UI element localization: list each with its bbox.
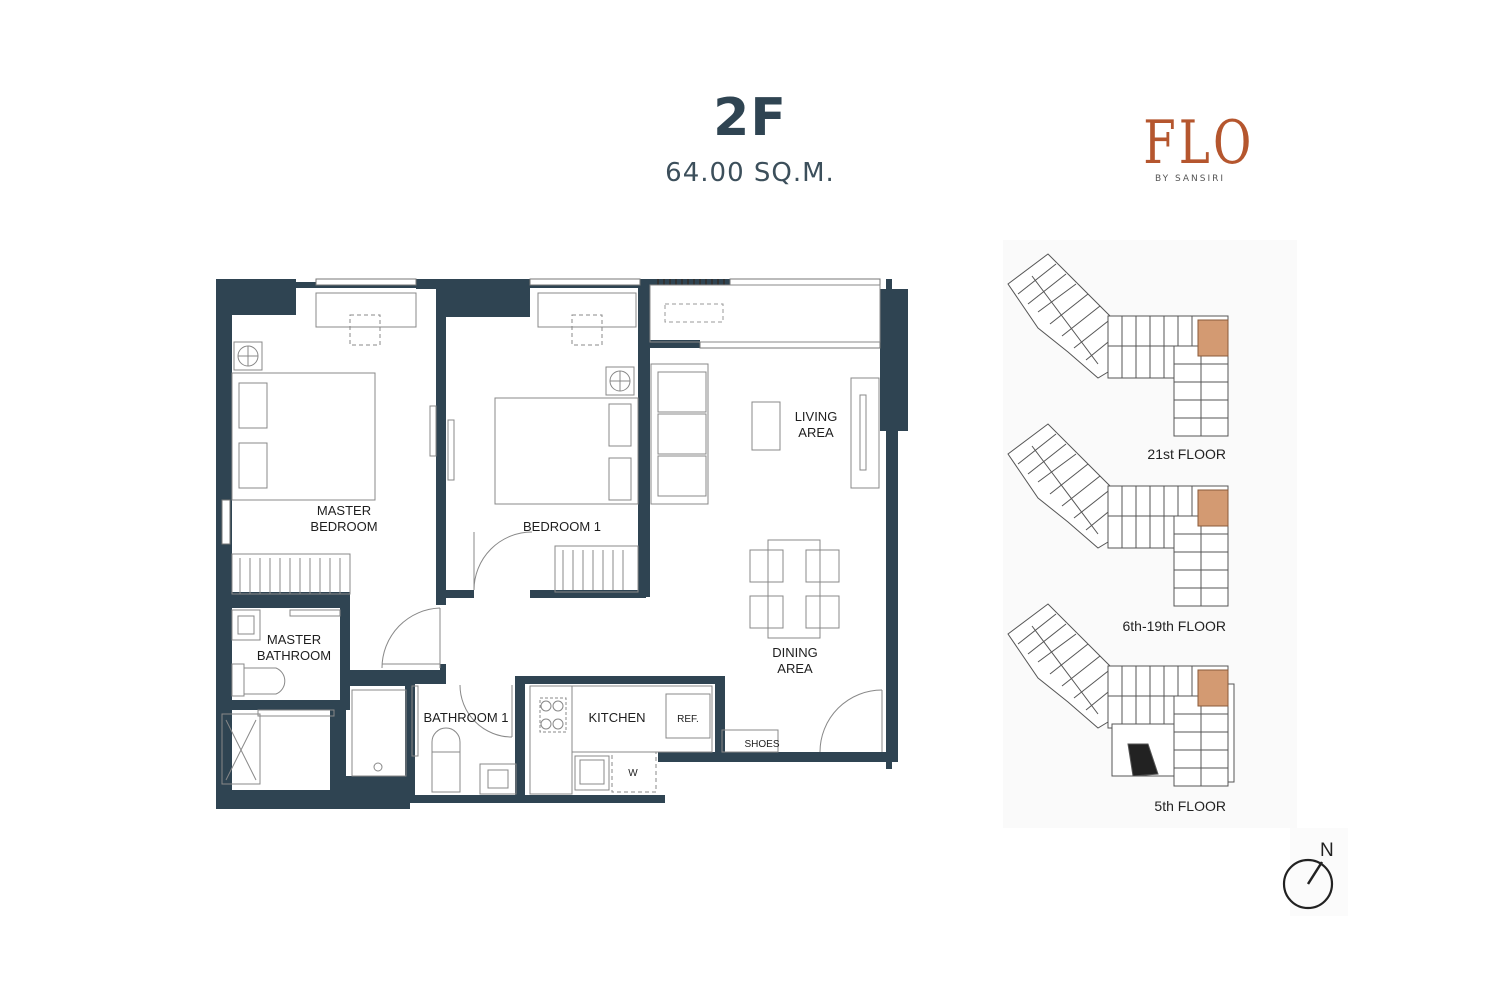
kitchen-fixtures <box>529 685 779 795</box>
label-master-bathroom-1: MASTER <box>267 632 321 647</box>
compass-north-label: N <box>1320 840 1334 861</box>
exterior-walls <box>216 279 908 809</box>
bedroom-1-furniture <box>447 292 639 593</box>
windows <box>221 278 881 545</box>
label-kitchen: KITCHEN <box>588 710 645 725</box>
label-bathroom-1: BATHROOM 1 <box>424 710 509 725</box>
label-washer: W <box>628 768 638 779</box>
master-bathroom-fixtures <box>221 609 419 785</box>
unit-code: 2F <box>713 88 787 148</box>
label-shoes: SHOES <box>744 739 779 750</box>
unit-highlight <box>1197 669 1229 707</box>
label-dining-area-2: AREA <box>777 661 813 676</box>
key-plan-label-5th: 5th FLOOR <box>1154 798 1226 814</box>
logo-mark: FLO <box>1143 108 1255 178</box>
label-living-area-1: LIVING <box>795 409 838 424</box>
key-plan-label-21st: 21st FLOOR <box>1147 446 1226 462</box>
key-plan-21st-floor: 21st FLOOR <box>1007 253 1229 462</box>
compass-circle <box>1282 858 1334 910</box>
compass-needle-icon <box>1306 861 1324 885</box>
key-plan-6th-19th-floor: 6th-19th FLOOR <box>1007 423 1229 634</box>
label-refrigerator: REF. <box>677 714 699 725</box>
room-labels: MASTER BEDROOM BEDROOM 1 LIVING AREA DIN… <box>257 409 837 779</box>
logo-subtitle: BY SANSIRI <box>1154 174 1226 184</box>
unit-highlight <box>1197 489 1229 527</box>
living-dining-furniture <box>650 363 880 639</box>
label-master-bedroom-1: MASTER <box>317 503 371 518</box>
label-dining-area-1: DINING <box>772 645 818 660</box>
doors <box>381 607 883 753</box>
balcony <box>649 284 881 343</box>
balcony-railing <box>657 279 725 285</box>
unit-floor-plan: MASTER BEDROOM BEDROOM 1 LIVING AREA DIN… <box>216 278 908 809</box>
bathroom-1-fixtures <box>431 727 517 795</box>
balcony-ac-unit <box>664 303 724 323</box>
key-plan-label-6th-19th: 6th-19th FLOOR <box>1123 618 1227 634</box>
label-living-area-2: AREA <box>798 425 834 440</box>
unit-highlight <box>1197 319 1229 357</box>
unit-area: 64.00 SQ.M. <box>665 158 835 188</box>
label-master-bathroom-2: BATHROOM <box>257 648 331 663</box>
label-bedroom-1: BEDROOM 1 <box>523 519 601 534</box>
north-compass: N <box>1282 828 1348 916</box>
brand-logo: FLO BY SANSIRI <box>1130 108 1255 184</box>
key-plan-5th-floor: 5th FLOOR <box>1007 603 1235 814</box>
label-master-bedroom-2: BEDROOM <box>310 519 377 534</box>
podium-extension <box>1111 683 1235 783</box>
master-bedroom-furniture <box>231 292 437 595</box>
